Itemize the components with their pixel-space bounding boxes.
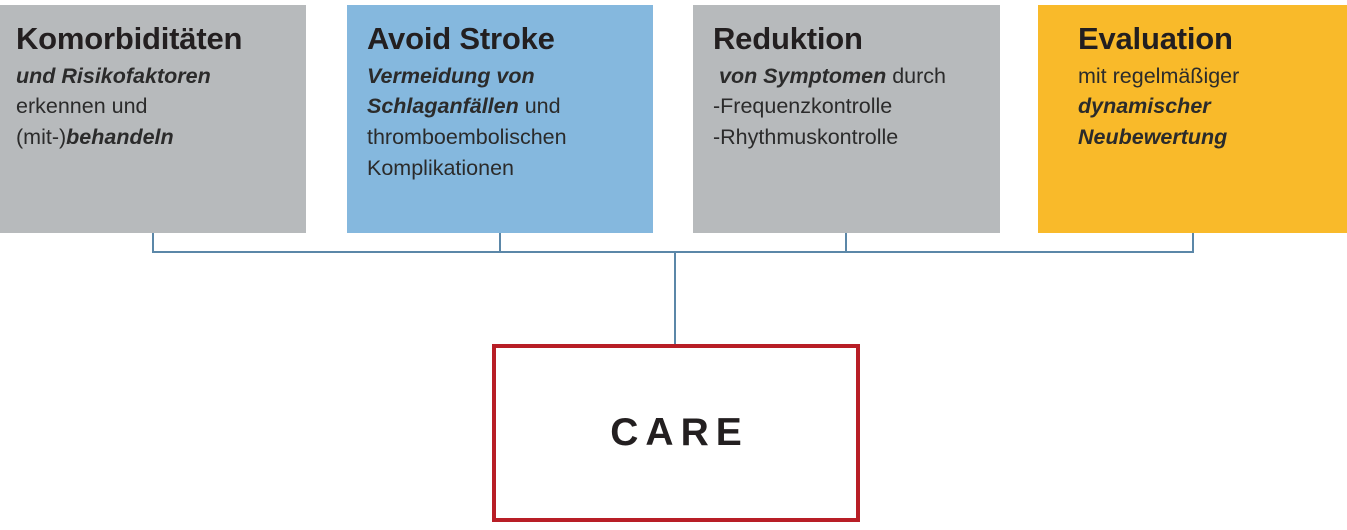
connector-horizontal-bus	[152, 251, 1194, 253]
connector-stub-evaluation	[1192, 233, 1194, 253]
box-heading: Avoid Stroke	[367, 21, 555, 56]
box-heading: Komorbiditäten	[16, 21, 243, 56]
box-body: von Symptomen durch-Frequenzkontrolle-Rh…	[713, 63, 946, 150]
box-heading: Reduktion	[713, 21, 863, 56]
care-result-box[interactable]: CARE	[492, 344, 860, 522]
concept-box-reduktion[interactable]: Reduktion von Symptomen durch-Frequenzko…	[693, 5, 1000, 233]
connector-drop-to-care	[674, 251, 676, 345]
connector-stub-avoid-stroke	[499, 233, 501, 253]
connector-stub-komorbiditaeten	[152, 233, 154, 253]
care-label: CARE	[610, 411, 749, 454]
connector-stub-reduktion	[845, 233, 847, 253]
box-heading: Evaluation	[1078, 21, 1233, 56]
